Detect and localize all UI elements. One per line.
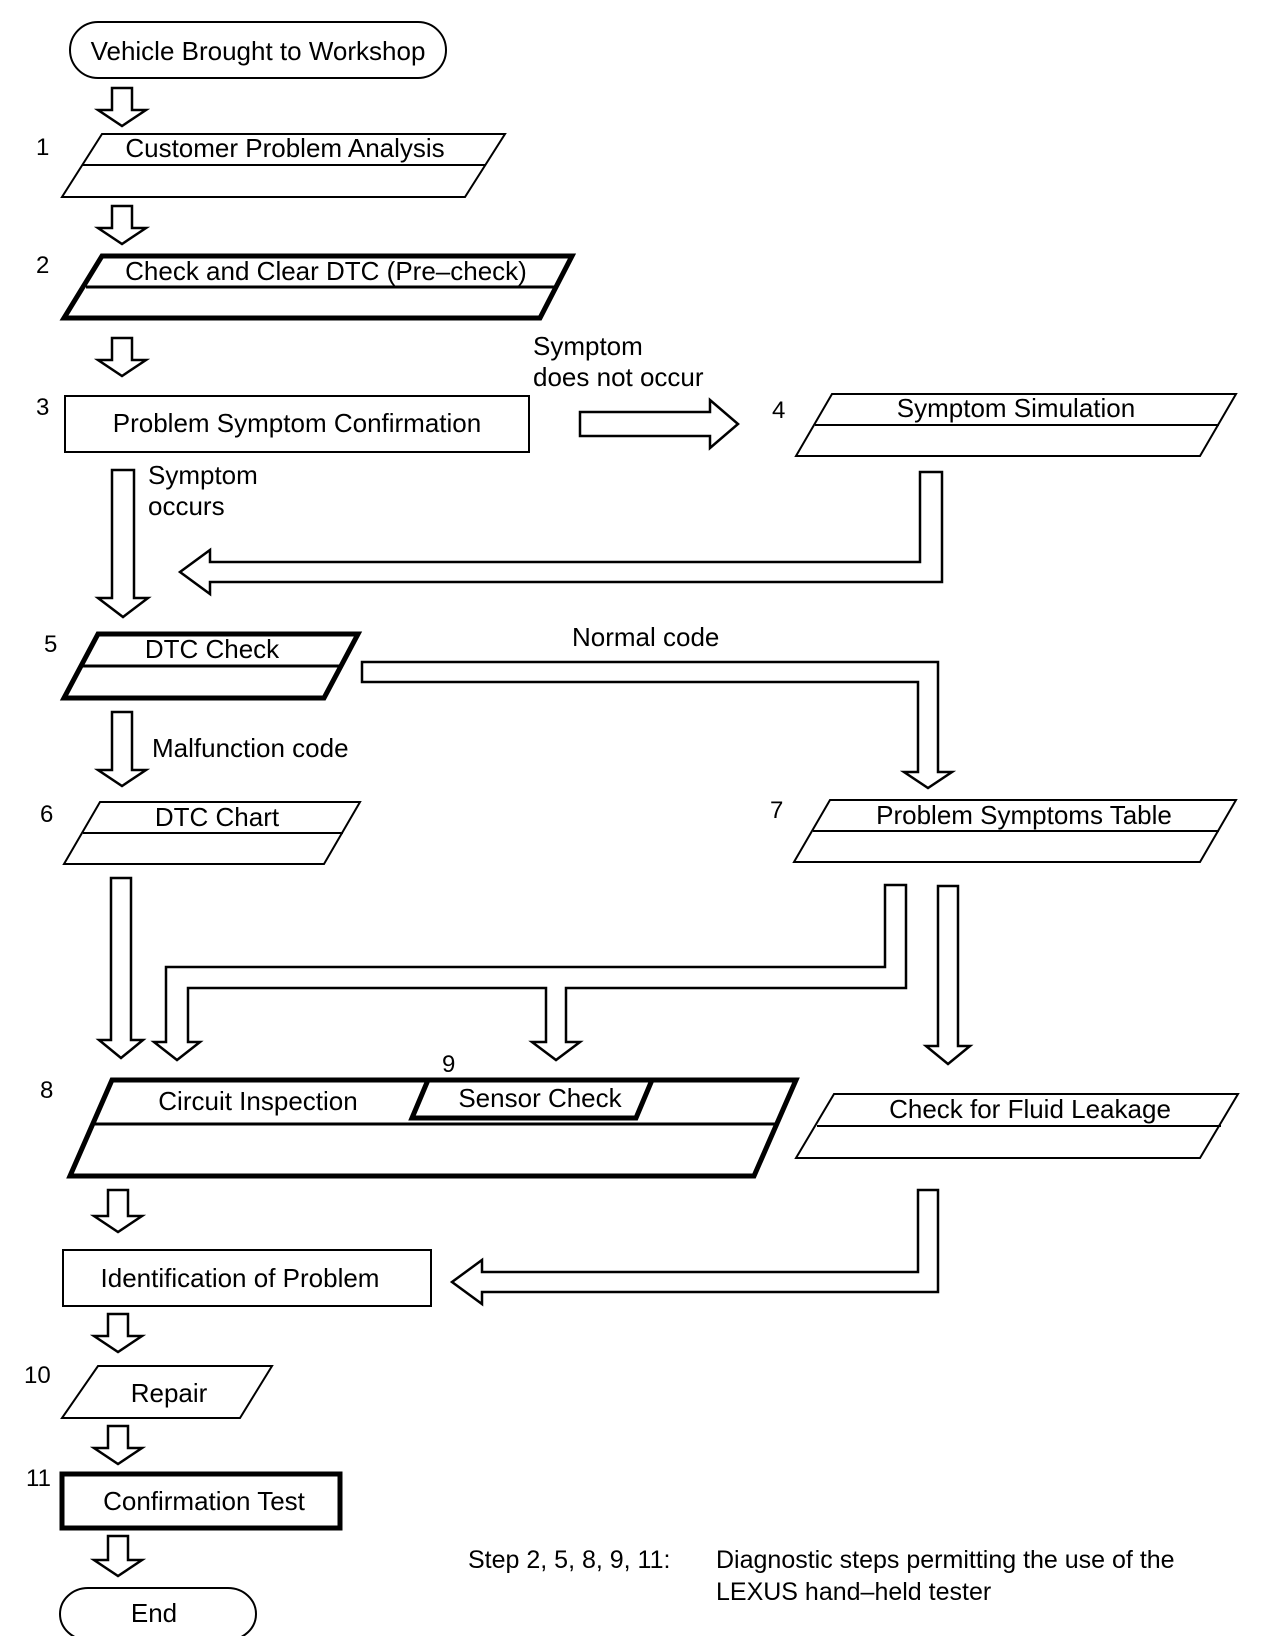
step-7-label: Problem Symptoms Table: [876, 800, 1172, 830]
arrow-8-to-identification: [89, 1188, 147, 1234]
step-11-number: 11: [26, 1465, 51, 1492]
step-9-number: 9: [442, 1051, 455, 1078]
step-2-check-clear-dtc: 2 Check and Clear DTC (Pre–check): [36, 252, 577, 321]
arrow-3-to-5: [94, 468, 152, 619]
step-6-label: DTC Chart: [155, 802, 280, 832]
edge-label-malfunction-code: Malfunction code: [152, 733, 349, 763]
start-label: Vehicle Brought to Workshop: [91, 36, 426, 66]
arrow-identification-to-10: [89, 1312, 147, 1354]
arrow-3-to-4: [578, 397, 740, 451]
step-3-label: Problem Symptom Confirmation: [113, 408, 481, 438]
arrow-7-to-fluid-leakage: [922, 884, 974, 1066]
arrow-4-return: [177, 470, 944, 597]
step-3-number: 3: [36, 394, 49, 421]
arrow-5-to-7: [360, 660, 957, 790]
arrow-1-to-2: [93, 204, 151, 246]
step-7-problem-symptoms-table: 7 Problem Symptoms Table: [770, 797, 1238, 863]
step-9-sensor-check: 9 Sensor Check: [408, 1051, 656, 1121]
step-8-number: 8: [40, 1077, 53, 1104]
identification-label: Identification of Problem: [101, 1263, 380, 1293]
tester-note: Step 2, 5, 8, 9, 11: Diagnostic steps pe…: [468, 1546, 1175, 1606]
step-11-confirmation-test: 11 Confirmation Test: [26, 1465, 343, 1531]
note-line-1: Diagnostic steps permitting the use of t…: [716, 1546, 1175, 1574]
arrow-start-to-1: [93, 86, 151, 128]
note-prefix: Step 2, 5, 8, 9, 11:: [468, 1546, 670, 1574]
step-5-dtc-check: 5 DTC Check: [44, 631, 363, 701]
step-4-symptom-simulation: 4 Symptom Simulation: [772, 393, 1238, 457]
edge-label-symptom: Symptom: [533, 331, 643, 361]
step-9-label: Sensor Check: [458, 1083, 622, 1113]
arrow-5-to-6: [93, 710, 151, 788]
step-11-label: Confirmation Test: [103, 1486, 306, 1516]
edge-label-symptom-occurs-2: occurs: [148, 491, 225, 521]
step-8-circuit-inspection: 8 Circuit Inspection: [40, 1077, 800, 1179]
edge-label-normal-code: Normal code: [572, 622, 719, 652]
edge-label-symptom-occurs-1: Symptom: [148, 460, 258, 490]
step-4-number: 4: [772, 397, 785, 424]
check-fluid-leakage: Check for Fluid Leakage: [794, 1093, 1240, 1159]
step-10-repair: 10 Repair: [24, 1362, 274, 1419]
step-1-number: 1: [36, 134, 49, 161]
flow-arrows: [89, 86, 151, 1578]
arrow-2-to-3: [93, 336, 151, 378]
arrow-7-to-8-and-9: [150, 883, 908, 1062]
step-4-label: Symptom Simulation: [897, 393, 1135, 423]
end-label: End: [131, 1598, 177, 1628]
identification-of-problem: Identification of Problem: [62, 1249, 432, 1307]
step-5-label: DTC Check: [145, 634, 280, 664]
step-5-number: 5: [44, 631, 57, 658]
start-terminal: Vehicle Brought to Workshop: [69, 21, 447, 79]
step-6-number: 6: [40, 801, 53, 828]
arrow-11-to-end: [89, 1534, 147, 1578]
arrow-fluid-to-identification: [449, 1188, 940, 1307]
step-7-number: 7: [770, 797, 783, 824]
end-terminal: End: [59, 1587, 257, 1636]
arrow-6-to-8: [95, 876, 147, 1060]
fluid-leakage-label: Check for Fluid Leakage: [889, 1094, 1171, 1124]
step-10-number: 10: [24, 1362, 51, 1389]
step-6-dtc-chart: 6 DTC Chart: [40, 801, 362, 865]
step-2-label: Check and Clear DTC (Pre–check): [125, 256, 527, 286]
step-1-customer-problem-analysis: 1 Customer Problem Analysis: [36, 133, 507, 198]
edge-label-does-not-occur: does not occur: [533, 362, 704, 392]
step-1-label: Customer Problem Analysis: [125, 133, 444, 163]
note-line-2: LEXUS hand–held tester: [716, 1578, 991, 1606]
step-3-problem-symptom-confirmation: 3 Problem Symptom Confirmation: [36, 394, 530, 453]
step-10-label: Repair: [131, 1378, 208, 1408]
step-2-number: 2: [36, 252, 49, 279]
arrow-10-to-11: [89, 1424, 147, 1466]
step-8-label: Circuit Inspection: [158, 1086, 357, 1116]
